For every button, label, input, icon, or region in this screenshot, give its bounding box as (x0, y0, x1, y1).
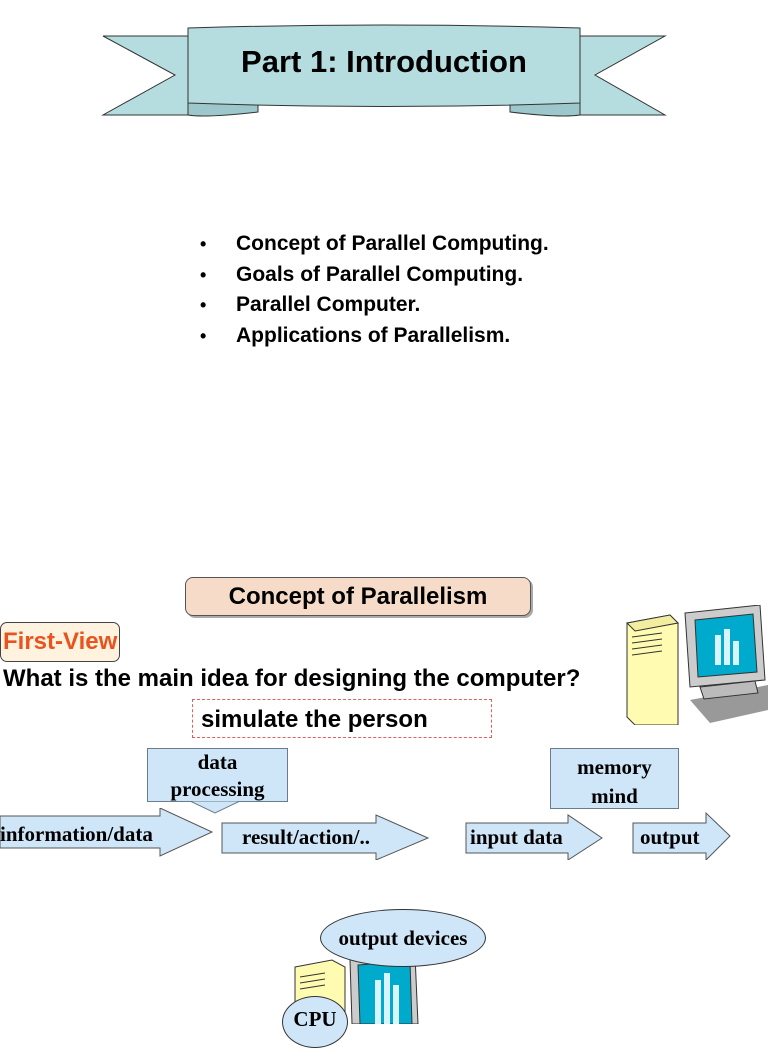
output-devices-ellipse: output devices (320, 909, 486, 967)
question-text: What is the main idea for designing the … (3, 665, 581, 692)
list-item: •Parallel Computer. (200, 293, 421, 316)
section-title: Concept of Parallelism (185, 577, 531, 616)
list-item: •Applications of Parallelism. (200, 323, 511, 347)
list-item: •Goals of Parallel Computing. (200, 262, 524, 286)
down-arrow-icon (189, 801, 241, 814)
information-arrow-label: information/data (0, 822, 153, 846)
list-item: •Concept of Parallel Computing. (200, 232, 549, 255)
flow-arrows (0, 808, 731, 860)
first-view-label: First-View (0, 622, 121, 662)
memory-mind-box: memory mind (550, 748, 679, 809)
output-arrow-label: output (640, 825, 700, 849)
result-arrow-label: result/action/.. (242, 825, 370, 849)
computer-icon (625, 605, 768, 725)
cpu-ellipse: CPU (282, 996, 348, 1048)
simulate-text: simulate the person (192, 699, 492, 738)
slide-title: Part 1: Introduction (241, 44, 527, 79)
input-arrow-label: input data (470, 825, 563, 849)
bullet-list: •Concept of Parallel Computing. •Goals o… (200, 229, 549, 351)
data-processing-box: data processing (147, 748, 288, 802)
title-banner (101, 24, 667, 117)
